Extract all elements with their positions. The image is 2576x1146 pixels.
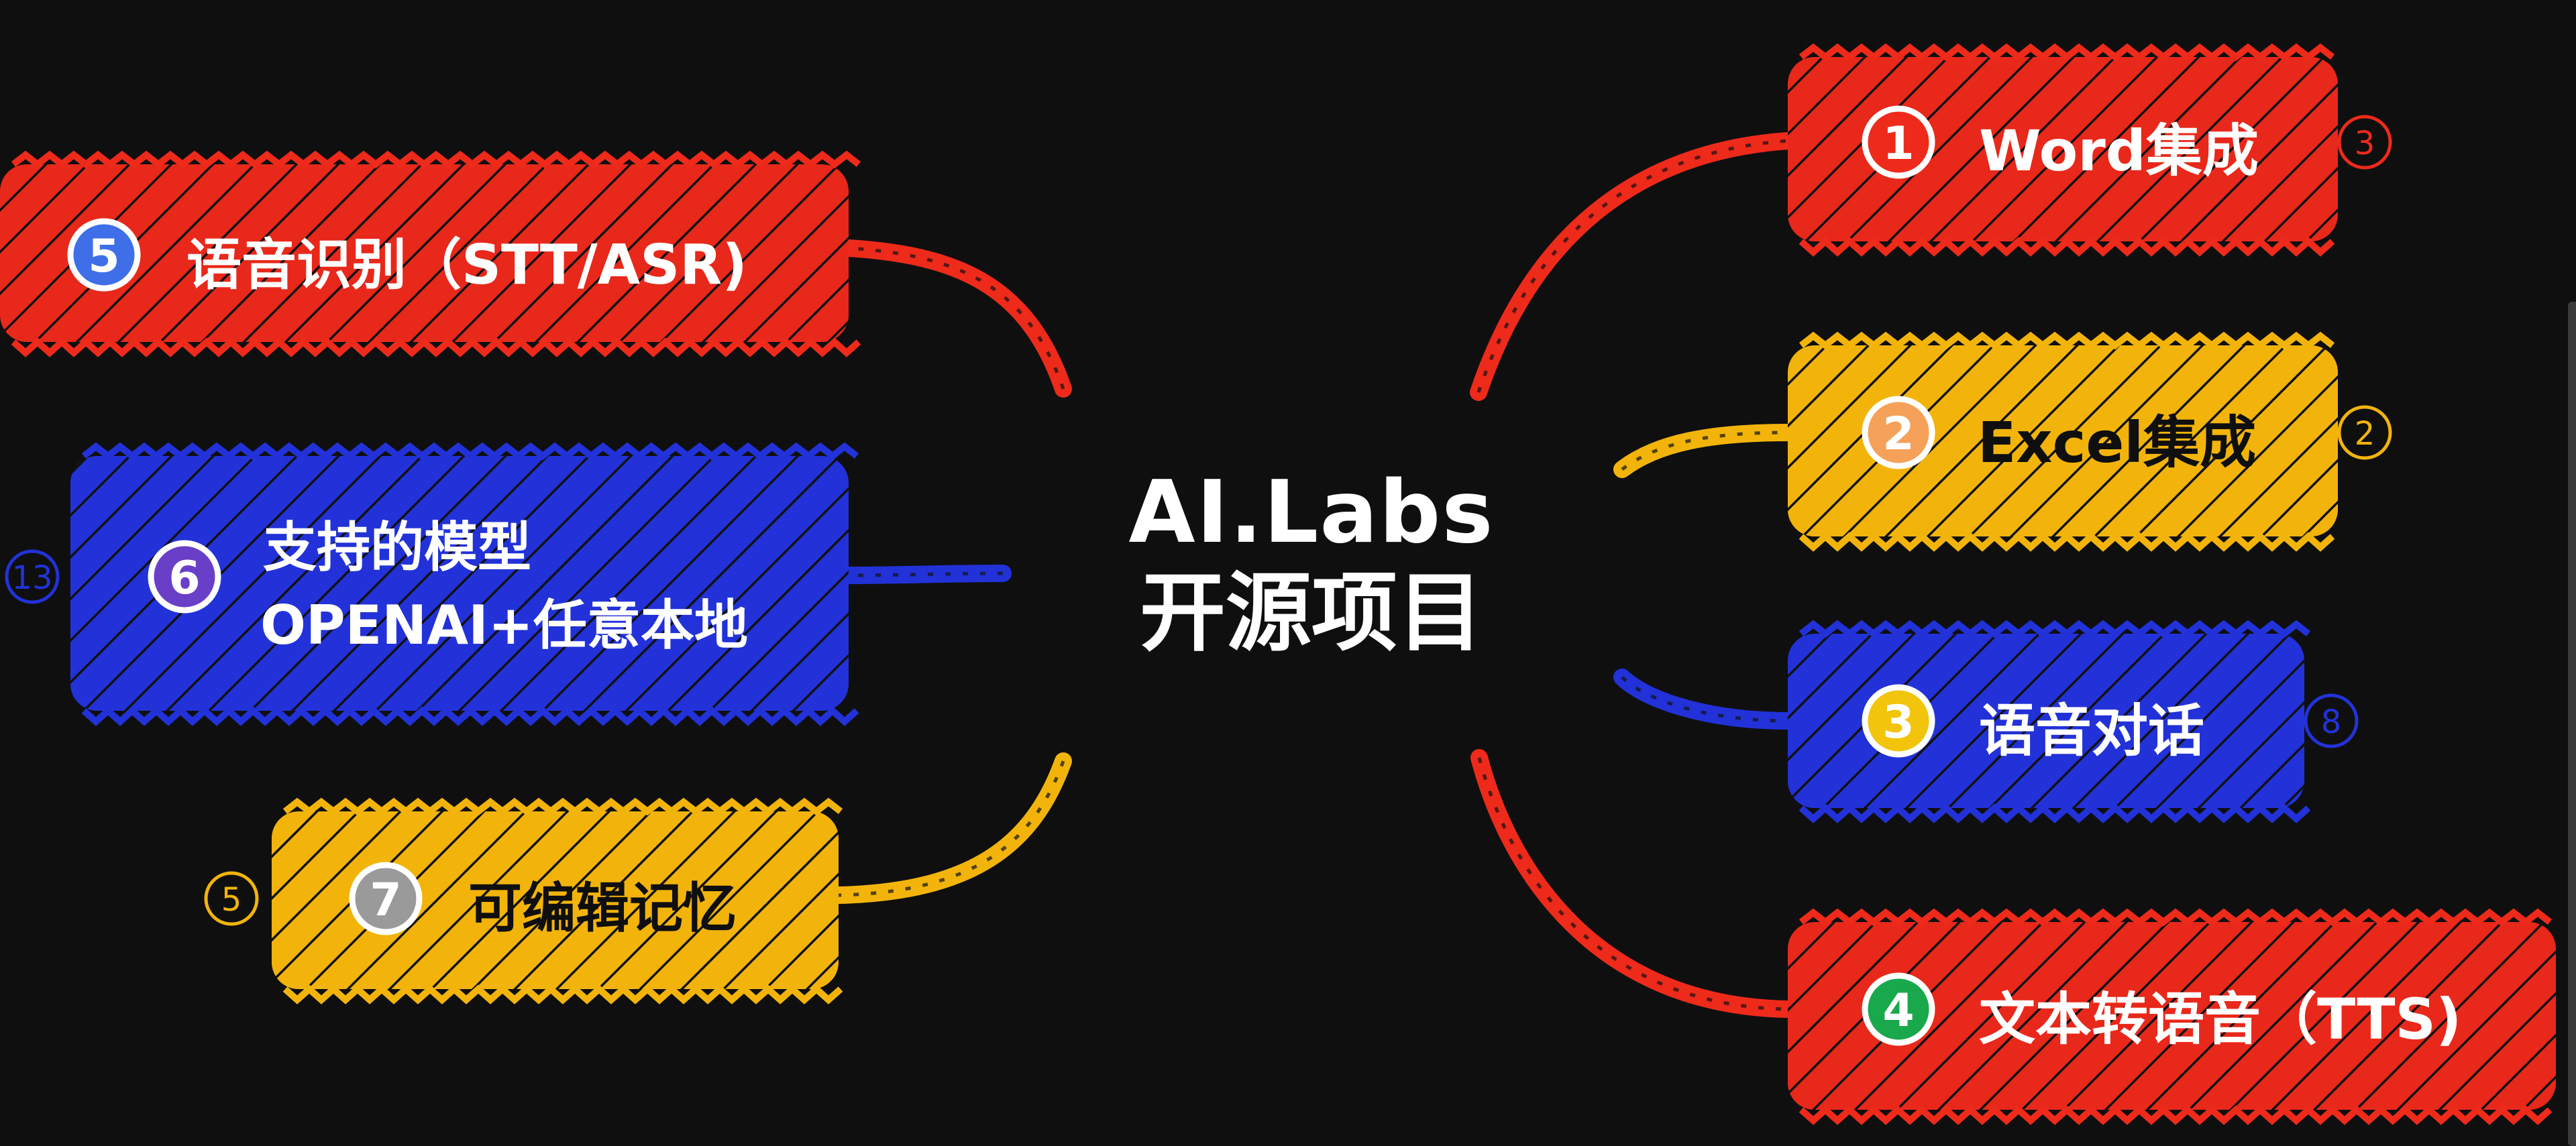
node-memory-label: 可编辑记忆 xyxy=(468,877,737,939)
count-number: 3 xyxy=(2355,125,2375,162)
central-topic[interactable]: AI.Labs 开源项目 xyxy=(1080,463,1543,664)
badge-number: 5 xyxy=(88,230,119,283)
badge-number: 3 xyxy=(1882,696,1914,749)
node-edge-bottom xyxy=(282,984,843,1005)
node-box xyxy=(1788,922,2556,1110)
node-box xyxy=(1788,345,2338,536)
central-topic-subtitle: 开源项目 xyxy=(1139,563,1483,663)
collapsed-count[interactable]: 3 xyxy=(2337,115,2392,170)
node-tts-label: 文本转语音（TTS) xyxy=(1979,986,2462,1052)
connector-line xyxy=(1470,132,1796,401)
count-number: 13 xyxy=(11,559,52,597)
node-edge-bottom xyxy=(1799,532,2335,552)
node-box xyxy=(0,164,849,342)
badge-circle xyxy=(67,218,141,292)
connector-line xyxy=(840,239,1072,398)
node-box xyxy=(70,456,849,711)
node-models-label-2: OPENAI+任意本地 xyxy=(260,594,748,656)
node-box xyxy=(1788,634,2304,808)
count-circle xyxy=(2337,115,2392,170)
node-models[interactable]: 6 13 xyxy=(5,442,1012,726)
vertical-scrollbar[interactable] xyxy=(2568,302,2576,1146)
connector-line xyxy=(840,565,1012,584)
count-number: 5 xyxy=(221,881,242,919)
badge-number: 4 xyxy=(1882,984,1914,1037)
badge-circle xyxy=(1862,972,1935,1046)
badge-circle xyxy=(1862,105,1935,179)
connector-line xyxy=(830,752,1072,904)
node-edge-top xyxy=(81,442,859,461)
node-box xyxy=(1788,57,2338,241)
collapsed-count[interactable]: 8 xyxy=(2304,693,2359,748)
collapsed-count[interactable]: 2 xyxy=(2337,405,2392,460)
node-box xyxy=(272,811,839,989)
count-number: 2 xyxy=(2355,415,2375,453)
collapsed-count[interactable]: 5 xyxy=(204,871,259,926)
node-edge-top xyxy=(1799,908,2553,927)
badge-number: 1 xyxy=(1882,117,1914,170)
node-edge-top xyxy=(1799,43,2335,62)
count-circle xyxy=(5,549,60,604)
connector-hatch xyxy=(1477,139,1788,393)
central-topic-title: AI.Labs xyxy=(1128,463,1495,563)
badge-number: 7 xyxy=(370,874,401,927)
count-circle xyxy=(2304,693,2359,748)
node-tts[interactable]: 4 xyxy=(1470,749,2556,1125)
badge-number: 2 xyxy=(1882,408,1914,461)
badge-number: 6 xyxy=(168,552,200,605)
node-memory[interactable]: 75 xyxy=(204,752,1072,1005)
node-edge-top xyxy=(282,797,843,816)
node-models-label: 支持的模型 xyxy=(263,516,531,579)
node-dialog-label: 语音对话 xyxy=(1979,698,2205,764)
badge-circle xyxy=(1862,396,1935,469)
badge-circle xyxy=(349,862,423,935)
node-edge-bottom xyxy=(81,706,859,726)
node-edge-bottom xyxy=(1799,237,2335,257)
count-circle xyxy=(204,871,259,926)
node-edge-top xyxy=(11,150,861,169)
connector-line xyxy=(1470,749,1796,1018)
count-circle xyxy=(2337,405,2392,460)
connector-hatch xyxy=(838,760,1065,897)
node-edge-top xyxy=(1799,620,2311,638)
badge-circle xyxy=(148,540,221,614)
node-excel-label: Excel集成 xyxy=(1978,410,2257,475)
node-edge-bottom xyxy=(1799,803,2311,823)
connector-hatch xyxy=(1477,757,1788,1011)
node-word-label: Word集成 xyxy=(1979,118,2259,184)
node-stt[interactable]: 5 xyxy=(0,150,1072,398)
connector-hatch xyxy=(1621,676,1788,723)
connector-hatch xyxy=(1621,431,1788,471)
node-edge-bottom xyxy=(1799,1105,2553,1125)
node-stt-label: 语音识别（STT/ASR) xyxy=(186,233,747,297)
collapsed-count[interactable]: 13 xyxy=(5,549,60,604)
node-edge-top xyxy=(1799,331,2335,350)
node-edge-bottom xyxy=(11,337,861,357)
badge-circle xyxy=(1862,684,1935,758)
connector-hatch xyxy=(848,571,1004,577)
count-number: 8 xyxy=(2321,703,2342,741)
